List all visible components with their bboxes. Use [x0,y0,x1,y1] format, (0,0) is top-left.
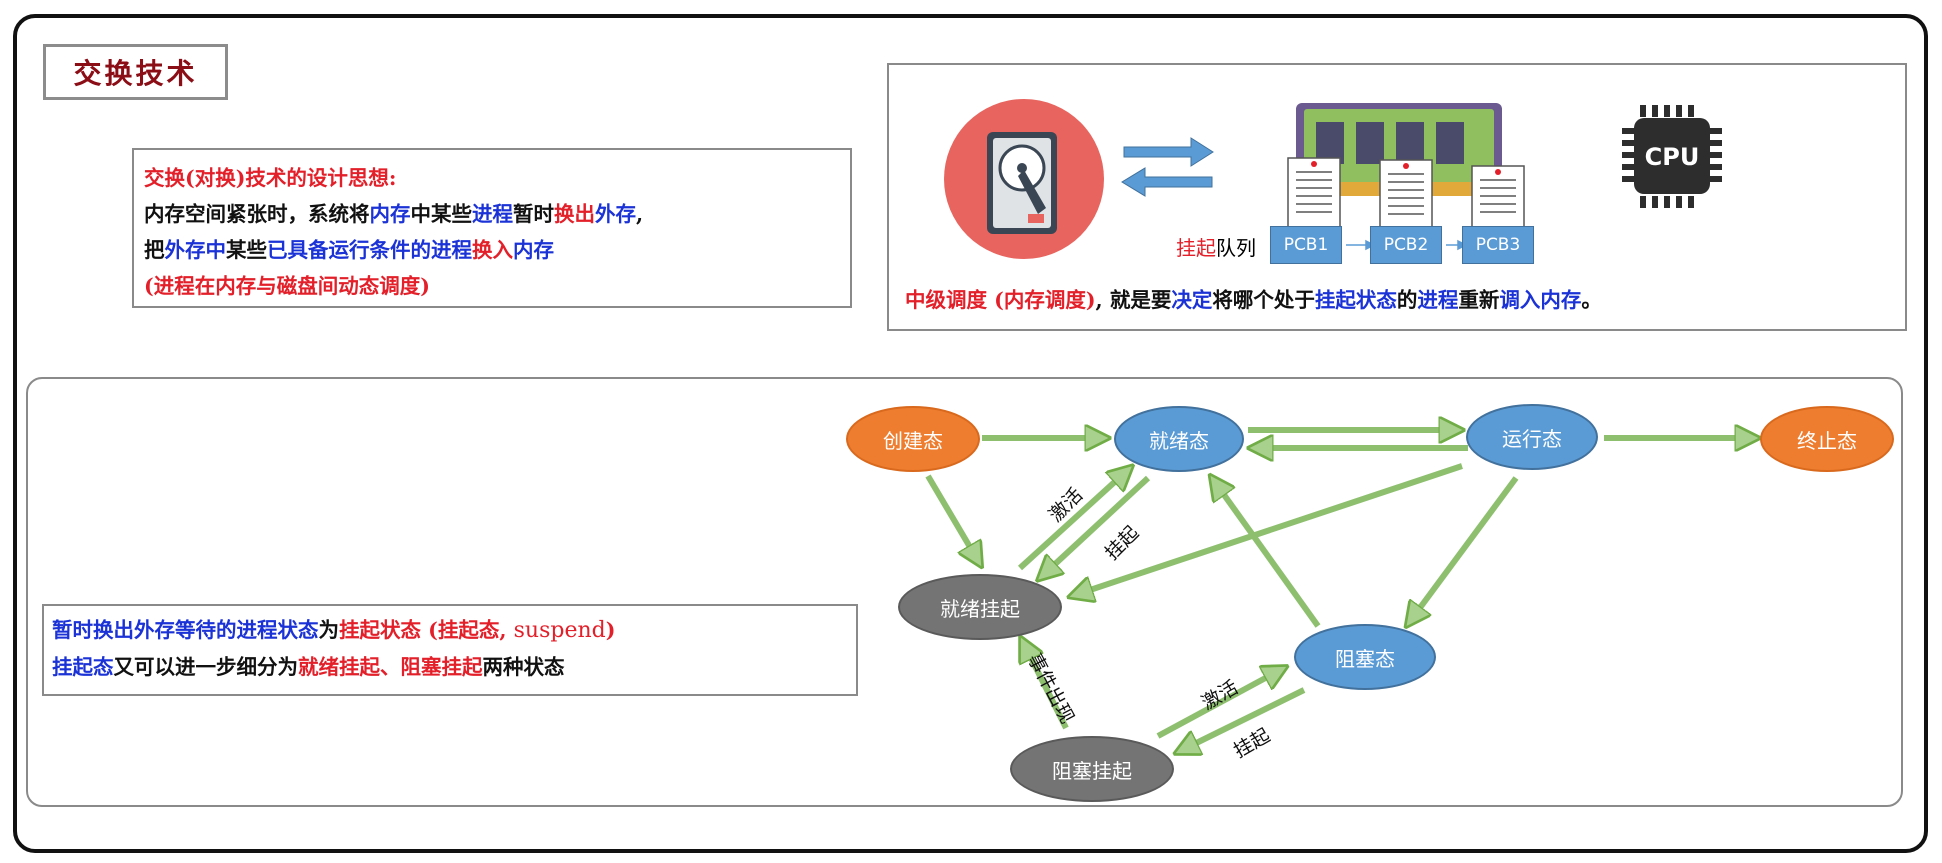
hard-disk-icon [944,99,1104,259]
medium-scheduling-sentence: 中级调度 (内存调度), 就是要决定将哪个处于挂起状态的进程重新调入内存。 [905,283,1602,313]
edge-suspend-top [1040,475,1151,578]
text-run: ) [605,618,616,642]
text-run: 中某些 [410,202,473,226]
text-run: 外存中 [164,238,227,262]
edge-running-to-blocked [1408,476,1519,624]
text-run: 内存 [369,202,411,226]
text-run: suspend [513,618,606,643]
text-run: , [636,202,644,226]
text-run: 调入内存 [1499,288,1582,312]
text-run: 进程 [472,202,513,226]
medium-scheduling-box: 中级调度 (内存调度), 就是要决定将哪个处于挂起状态的进程重新调入内存。 [887,63,1907,331]
text-run: 两种状态 [482,655,565,679]
design-idea-heading: 交换(对换)技术的设计思想: [144,166,397,190]
suspend-description-line-2: 挂起态又可以进一步细分为就绪挂起、阻塞挂起两种状态 [52,649,856,685]
text-run: 外存 [595,202,636,226]
design-idea-box: 交换(对换)技术的设计思想: 内存空间紧张时，系统将内存中某些进程暂时换出外存,… [132,148,852,308]
state-ready: 就绪态 [1114,406,1244,472]
state-blocked: 阻塞态 [1294,624,1436,690]
text-run: 进程 [1417,288,1459,312]
text-run: , 就是要 [1095,288,1172,312]
text-run: 已具备运行条件的进程 [267,238,472,262]
edge-running-to-ready-suspend [1072,463,1463,596]
suspend-description-line-1: 暂时换出外存等待的进程状态为挂起状态 (挂起态, suspend) [52,612,856,649]
text-run: 为 [318,618,340,642]
pcb-document-icons [1287,157,1525,229]
state-diagram-panel [26,377,1903,807]
swap-arrows-icon [1121,137,1214,197]
edge-blocked-to-ready [1212,478,1321,628]
text-run: 换出 [554,202,595,226]
slide-title: 交换技术 [43,44,228,100]
memory-module-icon [1296,103,1502,196]
edge-suspend-bottom [1178,687,1306,752]
cpu-chip-icon: CPU [1622,105,1722,208]
text-run: 挂起态 [52,655,114,679]
text-run: 决定 [1171,288,1213,312]
suspend-queue-label-red: 挂起 [1176,236,1216,260]
text-run: 重新 [1458,288,1500,312]
design-idea-line-3: (进程在内存与磁盘间动态调度) [144,274,430,298]
edge-create-to-ready-suspend [925,474,980,564]
text-run: 暂时换出外存等待的进程状态 [52,618,319,642]
text-run: 内存 [513,238,554,262]
design-idea-line-1: 内存空间紧张时，系统将内存中某些进程暂时换出外存, [144,196,840,232]
edge-activate-top [1017,468,1130,571]
text-run: 内存空间紧张时，系统将 [144,202,370,226]
state-running: 运行态 [1466,404,1598,470]
text-run: 中级调度 (内存调度) [905,288,1096,312]
pcb-2: PCB2 [1370,226,1442,264]
text-run: 的 [1396,288,1418,312]
edge-activate-bottom [1156,668,1284,739]
text-run: 某些 [226,238,267,262]
pcb-3: PCB3 [1462,226,1534,264]
text-run: 又可以进一步细分为 [113,655,299,679]
state-create: 创建态 [846,406,980,472]
pcb-1: PCB1 [1270,226,1342,264]
suspend-queue-label-black: 队列 [1216,236,1256,260]
text-run: 把 [144,238,165,262]
text-run: 挂起状态 [1314,288,1397,312]
state-ready-suspend: 就绪挂起 [898,574,1062,640]
suspend-queue-label: 挂起队列 [1176,232,1256,261]
text-run: 。 [1581,288,1602,312]
text-run: 暂时 [513,202,554,226]
svg-text:CPU: CPU [1645,143,1700,171]
design-idea-line-2: 把外存中某些已具备运行条件的进程换入内存 [144,232,840,268]
suspend-description-box: 暂时换出外存等待的进程状态为挂起状态 (挂起态, suspend) 挂起态又可以… [42,604,858,696]
state-terminated: 终止态 [1760,406,1894,472]
text-run: (挂起态, [421,618,514,642]
text-run: 挂起状态 [339,618,421,642]
edge-event-occurs [1022,640,1069,730]
text-run: 将哪个处于 [1212,288,1315,312]
text-run: 就绪挂起、阻塞挂起 [298,655,483,679]
state-blocked-suspend: 阻塞挂起 [1010,736,1174,802]
text-run: 换入 [472,238,513,262]
